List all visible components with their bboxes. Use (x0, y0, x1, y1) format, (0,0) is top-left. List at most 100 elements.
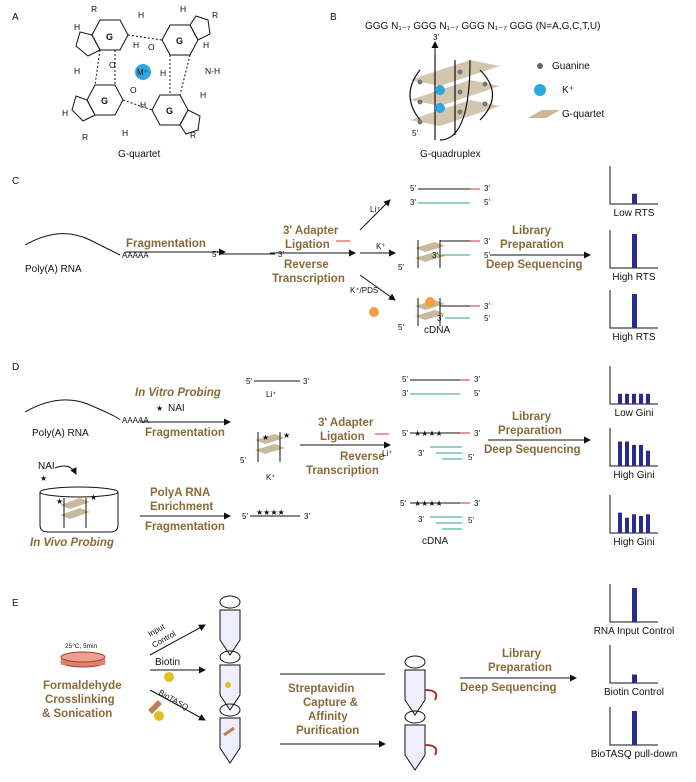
enrich-label-2: Enrichment (150, 501, 213, 513)
panel-c-letter: C (12, 176, 19, 187)
svg-text:★: ★ (262, 433, 269, 442)
svg-text:★★★★: ★★★★ (256, 508, 285, 517)
svg-text:★: ★ (283, 431, 290, 440)
result-bar (632, 393, 636, 404)
result-bar (639, 444, 643, 466)
result-label: Biotin Control (604, 687, 664, 698)
strep-label-1: Streptavidin (288, 683, 354, 695)
panel-d: D AAAAA Poly(A) RNA In Vitro Probing ★ N… (12, 362, 658, 549)
svg-text:★★★★: ★★★★ (414, 499, 443, 508)
svg-text:5': 5' (474, 389, 480, 398)
svg-text:H: H (133, 40, 139, 50)
svg-text:3': 3' (410, 198, 416, 207)
panel-b: B GGG N₁₋₇ GGG N₁₋₇ GGG N₁₋₇ GGG (N=A,G,… (330, 12, 604, 160)
invitro-label: In Vitro Probing (135, 387, 221, 399)
result-bar (625, 441, 629, 466)
svg-text:Li⁺: Li⁺ (382, 449, 392, 458)
svg-text:3': 3' (418, 449, 424, 458)
guanine-top-left: G (75, 19, 129, 57)
result-bar (618, 512, 622, 533)
svg-text:H: H (122, 128, 128, 138)
svg-text:H: H (74, 22, 80, 32)
biotasq-icon (148, 700, 164, 721)
kplus-legend-icon (534, 84, 546, 96)
g-label: G (106, 32, 113, 42)
svg-text:H: H (62, 108, 68, 118)
strep-label-4: Purification (296, 725, 359, 737)
tube-icon (404, 710, 438, 771)
strep-label-2: Capture & (303, 697, 358, 709)
result-bar (625, 517, 629, 533)
nai-label: NAI (38, 461, 55, 472)
mini-chart-axis (609, 707, 658, 746)
svg-text:5': 5' (398, 323, 404, 332)
svg-text:5': 5' (484, 251, 490, 260)
svg-text:5': 5' (398, 263, 404, 272)
svg-text:O: O (148, 42, 155, 52)
result-bar (632, 514, 636, 533)
mini-chart-axis (609, 645, 658, 684)
result-label: High RTS (612, 272, 655, 283)
mini-chart-axis (609, 290, 658, 329)
svg-text:H: H (200, 90, 206, 100)
quadruplex-glyph (415, 297, 445, 326)
svg-text:R: R (91, 4, 97, 14)
fragmentation-label: Fragmentation (145, 521, 225, 533)
deep-sequencing-label: Deep Sequencing (460, 682, 557, 694)
panel-a-caption: G-quartet (118, 149, 160, 160)
mini-chart-axis (609, 230, 658, 269)
mini-chart-axis (609, 584, 658, 623)
svg-text:★★★★: ★★★★ (414, 429, 443, 438)
nai-label: NAI (168, 403, 185, 414)
atom-labels: R H H H R H O H N-H H O H H O H H R R H (62, 4, 220, 142)
crosslink-label-1: Formaldehyde (43, 680, 122, 692)
invivo-label: In Vivo Probing (30, 537, 114, 549)
svg-text:H: H (74, 66, 80, 76)
legend-guanine: Guanine (552, 61, 590, 72)
metal-ion-icon (135, 64, 151, 80)
g-label: G (176, 36, 183, 46)
result-bar (632, 193, 637, 204)
svg-text:5': 5' (400, 499, 406, 508)
g-label: G (101, 96, 108, 106)
polya-rna-line (24, 399, 121, 421)
panel-b-caption: G-quadruplex (420, 149, 481, 160)
svg-text:★: ★ (90, 493, 97, 502)
mini-chart-axis (609, 166, 658, 205)
quadruplex-glyph (415, 240, 445, 268)
result-bar (639, 516, 643, 533)
svg-text:Li⁺: Li⁺ (266, 390, 276, 399)
culture-dish-icon: ★ ★ (39, 486, 119, 533)
crosslink-label-3: & Sonication (42, 708, 112, 720)
polya-rna-label: Poly(A) RNA (25, 264, 82, 275)
metal-ion-label: M⁺ (137, 68, 148, 77)
result-bar (632, 294, 637, 328)
result-bar (625, 393, 629, 404)
panel-a-letter: A (12, 12, 19, 23)
svg-text:5': 5' (240, 456, 246, 465)
biotin-label: Biotin (155, 657, 180, 668)
result-bar (632, 711, 637, 745)
svg-text:5': 5' (468, 516, 474, 525)
svg-text:K⁺: K⁺ (376, 242, 386, 251)
library-label-2: Preparation (488, 662, 552, 674)
svg-text:3': 3' (484, 302, 490, 311)
tube-icon (219, 650, 241, 711)
legend-kplus: K⁺ (562, 85, 574, 96)
svg-text:3': 3' (474, 499, 480, 508)
g-label: G (166, 106, 173, 116)
svg-text:H: H (138, 10, 144, 20)
panel-c-products: 5'3' 3'5' 3' 3'5' 5' 3' 3'5' 5' (398, 184, 490, 336)
svg-text:3': 3' (484, 184, 490, 193)
svg-text:H: H (140, 100, 146, 110)
library-label-1: Library (512, 411, 552, 423)
svg-text:5': 5' (402, 375, 408, 384)
crosslink-label-2: Crosslinking (45, 694, 115, 706)
library-label-1: Library (502, 648, 542, 660)
guanine-legend-icon (537, 63, 543, 69)
adapter-label-2: Ligation (320, 431, 365, 443)
polya-tail: AAAAA (122, 251, 149, 260)
